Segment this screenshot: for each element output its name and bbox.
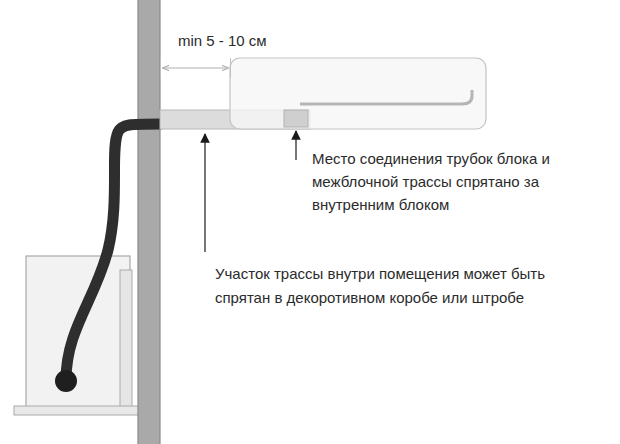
wall (138, 0, 160, 444)
leader-line (204, 134, 205, 252)
note-text: Участок трассы внутри помещения может бы… (215, 262, 595, 310)
dimension-label: min 5 - 10 см (178, 30, 267, 52)
leader-line (295, 131, 296, 160)
pipe-joint (284, 110, 308, 127)
indoor-unit (230, 58, 486, 129)
dimension (161, 58, 231, 78)
bracket-shelf (14, 406, 142, 415)
pipe-end (55, 370, 77, 392)
pipe-route (66, 124, 160, 380)
note-text: Место соединения трубок блока и межблочн… (312, 147, 608, 216)
